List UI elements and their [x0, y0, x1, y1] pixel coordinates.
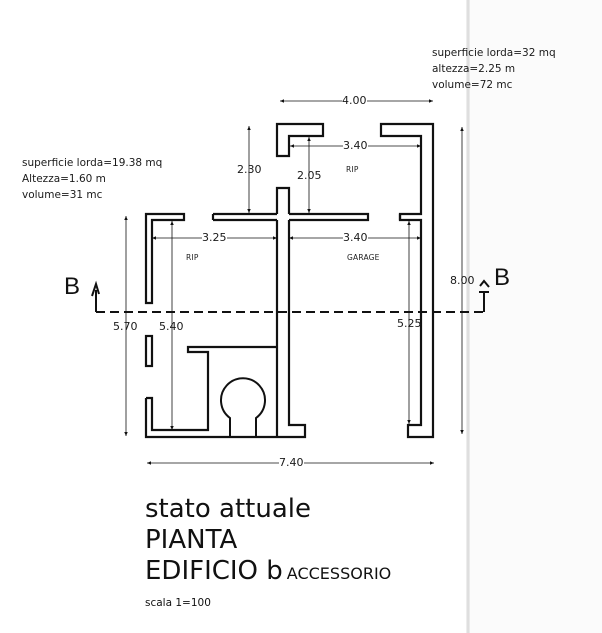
wall-right-outer	[379, 122, 435, 439]
toilet-fixture	[220, 377, 266, 437]
dim-upper-room-height: 2.05	[297, 169, 322, 182]
room-label-rip-left: RIP	[186, 253, 199, 262]
section-line-b	[91, 279, 490, 313]
dim-total-width: 7.40	[279, 456, 304, 469]
dim-right-total-height: 8.00	[450, 274, 475, 287]
wall-left-top	[144, 212, 186, 305]
note-right-area: superficie lorda=32 mq	[432, 47, 556, 59]
note-right-volume: volume=72 mc	[432, 79, 513, 91]
wall-upper-left-corner	[275, 122, 325, 158]
wall-partition-stub	[275, 186, 291, 214]
dim-upper-room-width: 3.40	[343, 139, 368, 152]
section-label-left: B	[64, 273, 81, 300]
dim-left-total-height: 5.70	[113, 320, 138, 333]
dim-garage-width: 3.40	[343, 231, 368, 244]
drawing-scale: scala 1=100	[145, 597, 211, 609]
dim-garage-height: 5.25	[397, 317, 422, 330]
dim-left-room-height: 5.40	[159, 320, 184, 333]
title-status: stato attuale	[145, 494, 311, 524]
wall-horizontal-partition	[213, 212, 370, 222]
page-right-margin	[470, 0, 602, 633]
title-building-main: EDIFICIO b	[145, 556, 283, 586]
title-plan: PIANTA	[145, 525, 238, 555]
note-right-building: superficie lorda=32 mq altezza=2.25 m vo…	[432, 45, 556, 93]
wall-left-bottom	[146, 345, 277, 432]
dim-left-room-width: 3.25	[202, 231, 227, 244]
title-building-sub: ACCESSORIO	[286, 564, 392, 583]
note-left-height: Altezza=1.60 m	[22, 173, 106, 185]
note-right-height: altezza=2.25 m	[432, 63, 516, 75]
section-label-right: B	[494, 264, 511, 291]
room-label-rip-upper: RIP	[346, 165, 359, 174]
wall-left-window-pier	[144, 334, 154, 368]
page-fold-edge	[466, 0, 470, 633]
dim-top-width: 4.00	[342, 94, 367, 107]
dim-left-upper-height: 2.30	[237, 163, 262, 176]
room-label-garage: GARAGE	[347, 253, 380, 262]
walls	[144, 122, 435, 439]
note-left-volume: volume=31 mc	[22, 189, 103, 201]
wall-bottom	[144, 220, 307, 439]
note-left-area: superficie lorda=19.38 mq	[22, 157, 163, 169]
note-left-building: superficie lorda=19.38 mq Altezza=1.60 m…	[22, 155, 162, 203]
